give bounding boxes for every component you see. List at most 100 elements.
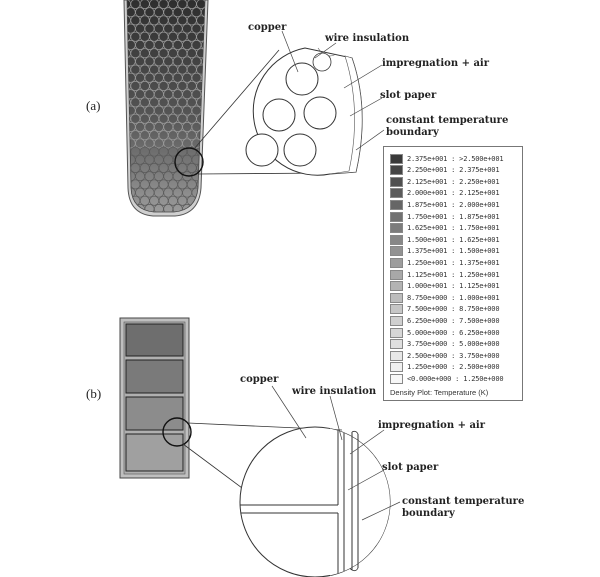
wire-a6 — [312, 52, 332, 72]
legend-label: 2.375e+001 : >2.500e+001 — [407, 154, 504, 163]
legend-swatch — [390, 292, 403, 303]
legend-row: 1.375e+001 : 1.500e+001 — [390, 246, 500, 257]
conductor-b2 — [125, 359, 184, 394]
conductor-strand — [200, 171, 205, 182]
legend-swatch — [390, 315, 403, 326]
legend-row: 2.375e+001 : >2.500e+001 — [390, 153, 504, 164]
legend-label: 1.875e+001 : 2.000e+001 — [407, 200, 500, 209]
legend-label: 2.125e+001 : 2.250e+001 — [407, 177, 500, 186]
label-b-impregnation-air: impregnation + air — [378, 420, 485, 431]
legend-row: 1.250e+001 : 1.375e+001 — [390, 257, 500, 268]
legend-swatch — [390, 211, 403, 222]
legend-row: 1.125e+001 : 1.250e+001 — [390, 269, 500, 280]
legend-row: 1.625e+001 : 1.750e+001 — [390, 223, 500, 234]
conductor-b3 — [125, 396, 184, 431]
legend-row: 2.000e+001 : 2.125e+001 — [390, 188, 500, 199]
label-b-slot-paper: slot paper — [382, 462, 439, 473]
legend-label: 1.375e+001 : 1.500e+001 — [407, 247, 500, 256]
legend-label: 3.750e+000 : 5.000e+000 — [407, 340, 500, 349]
legend-row: 1.500e+001 : 1.625e+001 — [390, 234, 500, 245]
legend-label: 5.000e+000 : 6.250e+000 — [407, 328, 500, 337]
legend-label: 2.500e+000 : 3.750e+000 — [407, 351, 500, 360]
legend-swatch — [390, 199, 403, 210]
legend-swatch — [390, 153, 403, 164]
wire-a1 — [285, 62, 319, 96]
label-b-constant-temperature-boundary: constant temperature boundary — [402, 496, 525, 519]
legend-swatch — [390, 176, 403, 187]
slot-b — [119, 317, 190, 479]
conductor-strand — [196, 31, 205, 42]
conductor-strand — [200, 187, 205, 198]
legend-row: 1.250e+000 : 2.500e+000 — [390, 362, 500, 373]
legend-swatch — [390, 269, 403, 280]
conductor-strand — [200, 56, 205, 67]
conductor-b1 — [125, 323, 184, 357]
legend-row: 1.000e+001 : 1.125e+001 — [390, 281, 500, 292]
leaders-a — [281, 30, 385, 151]
legend-row: <0.000e+000 : 1.250e+000 — [390, 373, 504, 384]
zoom-marker-a — [174, 147, 204, 177]
panel-b-tag: (b) — [86, 386, 102, 401]
legend-swatch — [390, 339, 403, 350]
zoom-detail-a — [245, 47, 363, 176]
legend-label: <0.000e+000 : 1.250e+000 — [407, 374, 504, 383]
conductor-grid — [127, 0, 205, 212]
legend-row: 6.250e+000 : 7.500e+000 — [390, 315, 500, 326]
legend-label: 1.500e+001 : 1.625e+001 — [407, 235, 500, 244]
conductor-strand — [196, 81, 205, 91]
temperature-legend: Density Plot: Temperature (K) 2.375e+001… — [383, 146, 523, 401]
conductor-strand — [200, 89, 205, 100]
wire-a3 — [303, 96, 337, 130]
legend-swatch — [390, 188, 403, 199]
leaders-b — [271, 385, 401, 521]
legend-swatch — [390, 165, 403, 176]
wire-a4 — [283, 133, 317, 167]
legend-swatch — [390, 350, 403, 361]
conductor-strand — [200, 204, 205, 212]
label-a-copper: copper — [248, 22, 287, 33]
legend-row: 1.750e+001 : 1.875e+001 — [390, 211, 500, 222]
conductor-strand — [196, 15, 205, 26]
legend-label: 2.250e+001 : 2.375e+001 — [407, 166, 500, 175]
legend-label: 1.250e+001 : 1.375e+001 — [407, 258, 500, 267]
legend-label: 8.750e+000 : 1.000e+001 — [407, 293, 500, 302]
legend-row: 2.500e+000 : 3.750e+000 — [390, 350, 500, 361]
conductor-strand — [196, 48, 205, 59]
legend-row: 2.250e+001 : 2.375e+001 — [390, 165, 500, 176]
legend-row: 8.750e+000 : 1.000e+001 — [390, 292, 500, 303]
legend-label: 1.000e+001 : 1.125e+001 — [407, 282, 500, 291]
conductor-strand — [200, 23, 205, 34]
label-b-wire-insulation: wire insulation — [292, 386, 377, 397]
legend-swatch — [390, 327, 403, 338]
legend-row: 3.750e+000 : 5.000e+000 — [390, 339, 500, 350]
panel-a-tag: (a) — [86, 98, 101, 113]
legend-footer: Density Plot: Temperature (K) — [390, 388, 489, 397]
legend-swatch — [390, 304, 403, 315]
conductor-strand — [200, 72, 205, 83]
label-a-constant-temperature-boundary: constant temperature boundary — [386, 115, 509, 138]
slot-a — [123, 0, 209, 217]
label-a-slot-paper: slot paper — [380, 90, 437, 101]
wire-a2 — [262, 98, 296, 132]
conductor-strand — [200, 40, 205, 50]
legend-row: 2.125e+001 : 2.250e+001 — [390, 176, 500, 187]
legend-label: 7.500e+000 : 8.750e+000 — [407, 305, 500, 314]
zoom-detail-b — [239, 426, 391, 577]
conductor-b4 — [125, 433, 184, 472]
legend-label: 1.125e+001 : 1.250e+001 — [407, 270, 500, 279]
legend-label: 1.250e+000 : 2.500e+000 — [407, 363, 500, 372]
legend-swatch — [390, 362, 403, 373]
legend-row: 1.875e+001 : 2.000e+001 — [390, 199, 500, 210]
legend-label: 1.750e+001 : 1.875e+001 — [407, 212, 500, 221]
label-a-wire-insulation: wire insulation — [325, 33, 410, 44]
conductor-strand — [196, 64, 205, 75]
legend-swatch — [390, 234, 403, 245]
zoom-line-a-top — [193, 49, 280, 150]
wire-a5 — [245, 133, 279, 167]
legend-swatch — [390, 246, 403, 257]
legend-swatch — [390, 373, 403, 384]
legend-label: 6.250e+000 : 7.500e+000 — [407, 316, 500, 325]
zoom-marker-b — [162, 417, 192, 447]
legend-label: 2.000e+001 : 2.125e+001 — [407, 189, 500, 198]
